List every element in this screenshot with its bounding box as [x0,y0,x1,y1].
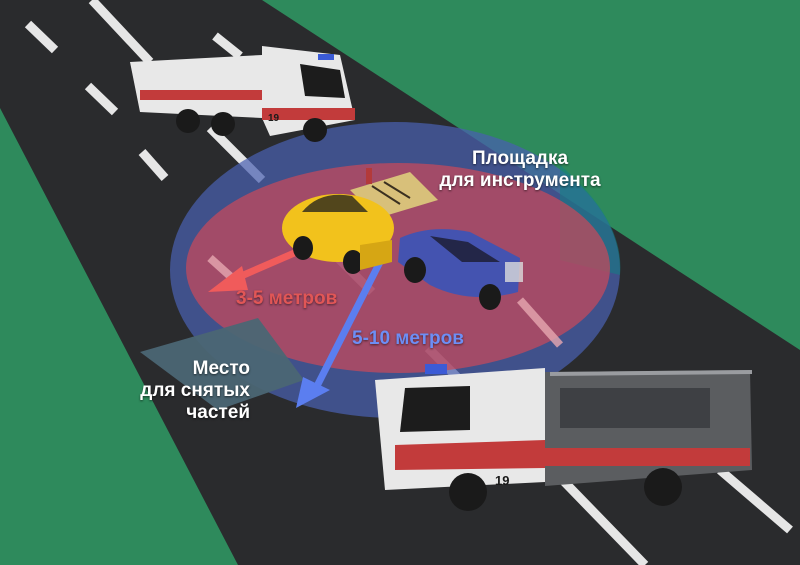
yellow-car [282,194,394,274]
tool-area-label-line2: для инструмента [439,170,601,191]
blue-car [398,229,523,310]
parts-tarp [140,318,304,410]
bottom-truck-number: 19 [495,473,509,488]
tool-area-label-line1: Площадка [471,148,569,169]
top-truck-number: 19 [268,113,280,124]
top-fire-truck: 19 [130,46,355,142]
outer-zone-label: 5-10 метров [352,328,464,349]
outer-distance-arrow [296,260,384,408]
parts-area-label: Место для снятых частей [100,358,250,424]
parts-area-label-line1: Место [192,358,250,379]
parts-area-label-line3: частей [186,402,250,423]
bottom-fire-truck: 19 [375,364,753,511]
tool-area-label: Площадка для инструмента [420,148,620,192]
parts-area-label-line2: для снятых [140,380,250,401]
inner-zone-label: 3-5 метров [236,288,338,309]
tools-on-tarp-icon [366,168,411,205]
